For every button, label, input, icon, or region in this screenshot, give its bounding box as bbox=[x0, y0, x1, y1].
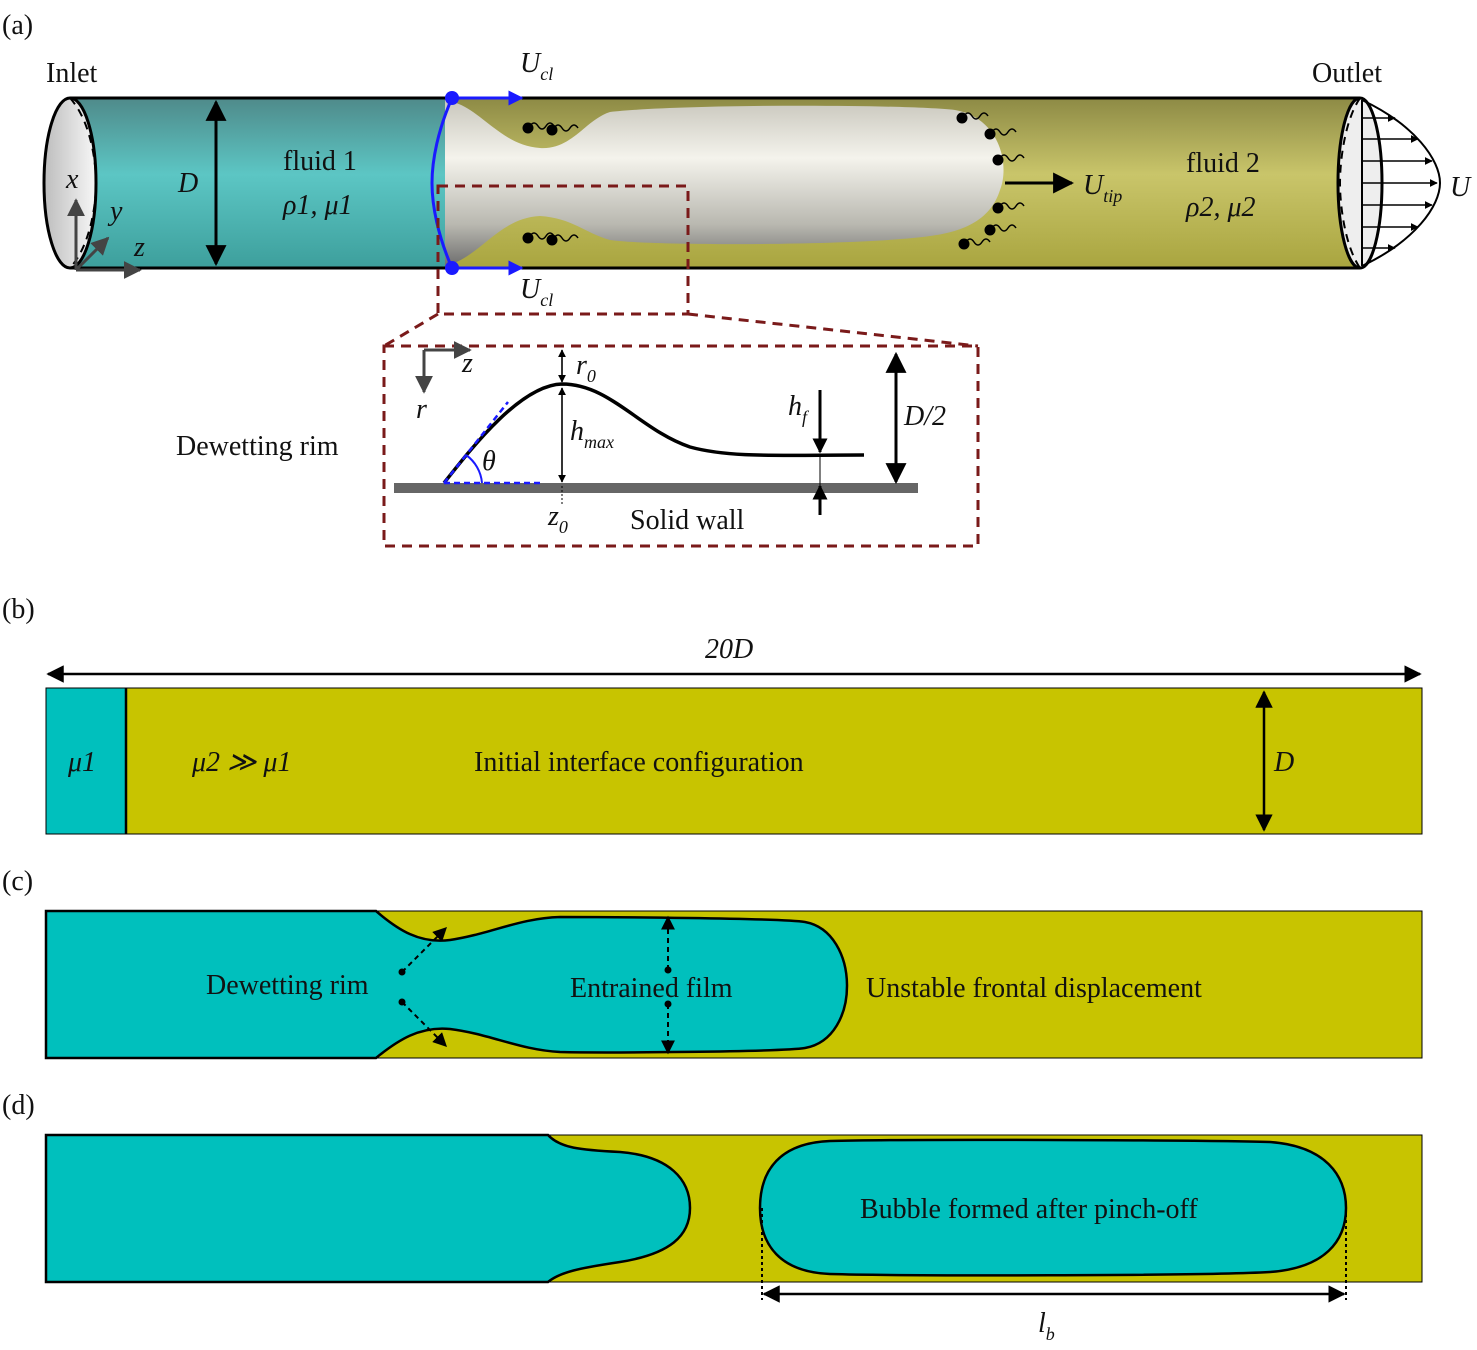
domain-d-border bbox=[45, 1134, 1423, 1283]
rim-arrow-top bbox=[401, 927, 447, 973]
fluid1-domain-b bbox=[46, 688, 126, 834]
inlet-label: Inlet bbox=[46, 58, 98, 89]
disturbance-markers bbox=[522, 112, 1025, 250]
panel-b-tag: (b) bbox=[2, 594, 35, 625]
rim-arrow-bottom bbox=[401, 1001, 447, 1047]
diameter-label: D bbox=[177, 168, 198, 199]
theta-label: θ bbox=[482, 446, 496, 477]
domain-diameter-label: D bbox=[1273, 747, 1294, 778]
lb-label: lb bbox=[1038, 1308, 1055, 1344]
zoom-connector-left bbox=[383, 312, 439, 348]
ucl-top-label: Ucl bbox=[520, 48, 553, 84]
fluid2-props: ρ2, μ2 bbox=[1185, 192, 1256, 223]
mu1-label: μ1 bbox=[67, 747, 96, 778]
contact-tangent bbox=[443, 401, 509, 484]
contact-line bbox=[430, 97, 454, 269]
mean-velocity-label: U bbox=[1450, 172, 1472, 203]
inset-r-label: r bbox=[416, 394, 427, 425]
panel-d: (d) Bubble formed after pinch-off lb bbox=[2, 1090, 1423, 1344]
axis-x-label: x bbox=[65, 164, 79, 195]
outlet-label: Outlet bbox=[1312, 58, 1382, 89]
z0-label: z0 bbox=[547, 501, 568, 537]
viscosity-relation: μ2 ≫ μ1 bbox=[191, 747, 291, 778]
domain-b-border bbox=[45, 687, 1423, 835]
panel-a-tag: (a) bbox=[2, 10, 33, 41]
front-label: Unstable frontal displacement bbox=[866, 973, 1202, 1004]
utip-label: Utip bbox=[1083, 170, 1122, 206]
hf-label: hf bbox=[788, 391, 810, 427]
inset-dewetting-rim: Dewetting rim θ z r r0 hmax z0 hf D/2 So… bbox=[176, 341, 980, 548]
inset-z-label: z bbox=[461, 348, 473, 379]
zoom-region bbox=[436, 184, 690, 316]
axis-z-label: z bbox=[133, 232, 145, 263]
gas-bubble bbox=[445, 100, 1004, 266]
r0-label: r0 bbox=[576, 350, 596, 386]
angle-arc bbox=[465, 454, 483, 484]
invading-finger-c bbox=[44, 909, 849, 1060]
receding-finger-d bbox=[44, 1133, 692, 1284]
pinched-bubble bbox=[758, 1138, 1348, 1277]
fluid2-label: fluid 2 bbox=[1186, 148, 1260, 179]
fluid2-domain-b bbox=[45, 687, 1423, 835]
axes-triad: x y z bbox=[65, 164, 145, 279]
velocity-profile bbox=[1361, 99, 1442, 267]
fluid1-region bbox=[70, 98, 445, 268]
axis-y-label: y bbox=[107, 196, 123, 227]
rim-profile bbox=[442, 382, 865, 485]
inlet-cap-back bbox=[69, 97, 98, 269]
rim-label: Dewetting rim bbox=[206, 970, 369, 1001]
half-diameter-label: D/2 bbox=[903, 401, 946, 432]
fluid1-props: ρ1, μ1 bbox=[282, 190, 353, 221]
panel-b-caption: Initial interface configuration bbox=[474, 747, 804, 778]
zoom-connector-right bbox=[687, 312, 979, 348]
panel-d-tag: (d) bbox=[2, 1090, 35, 1121]
panel-c-tag: (c) bbox=[2, 866, 33, 897]
panel-a: (a) D bbox=[2, 10, 1472, 348]
fluid1-label: fluid 1 bbox=[283, 146, 357, 177]
domain-length-label: 20D bbox=[705, 634, 753, 665]
bubble-label: Bubble formed after pinch-off bbox=[860, 1194, 1198, 1225]
inset-frame bbox=[382, 344, 980, 548]
panel-b: (b) 20D μ1 μ2 ≫ μ1 Initial interface con… bbox=[2, 594, 1423, 835]
film-label: Entrained film bbox=[570, 973, 733, 1004]
ucl-bottom-label: Ucl bbox=[520, 274, 553, 310]
solid-wall-label: Solid wall bbox=[630, 505, 745, 536]
inset-title: Dewetting rim bbox=[176, 431, 339, 462]
outlet-cap-back bbox=[1338, 97, 1361, 269]
panel-c: (c) Dewetting rim Entrained film Unstabl… bbox=[2, 866, 1423, 1060]
domain-c-border bbox=[45, 910, 1423, 1059]
hmax-label: hmax bbox=[570, 416, 614, 452]
